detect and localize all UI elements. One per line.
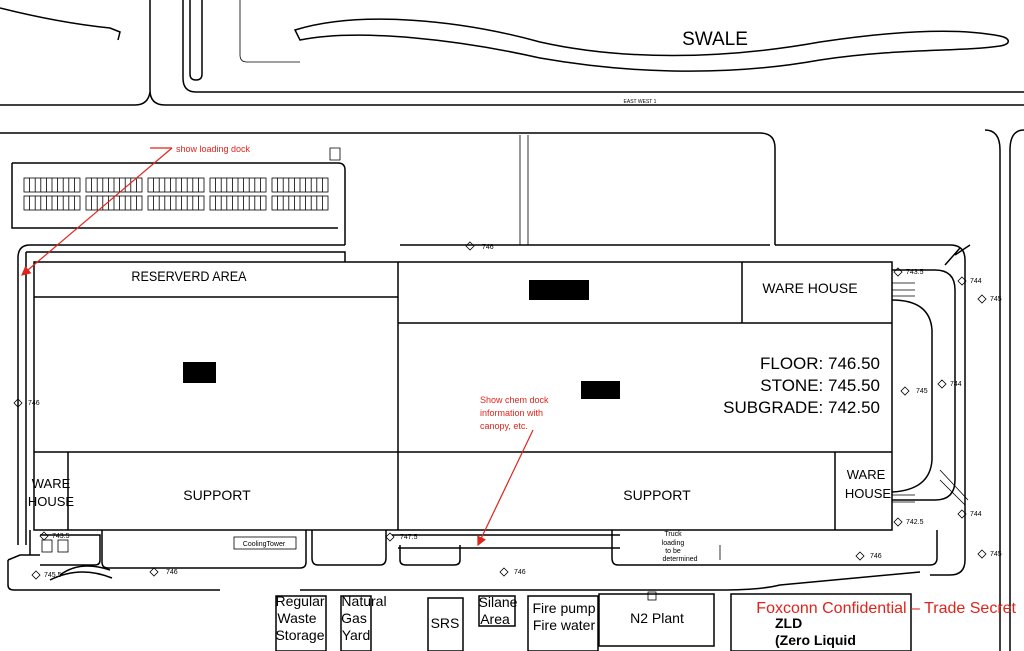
svg-text:744: 744	[950, 381, 962, 388]
natural-gas-label-2: Gas	[341, 610, 367, 626]
truck-label-3: to be	[665, 548, 681, 555]
elevation-marker: 744	[957, 276, 982, 286]
elevation-markers: 746 743.5 744 745 746 745 744 744 742.5 …	[13, 241, 1002, 580]
elevation-marker: 744	[937, 379, 962, 389]
elevation-marker: 742.5	[893, 517, 924, 527]
fire-pump-label-1: Fire pump	[532, 600, 595, 616]
fire-pump-label-2: Fire water	[533, 617, 596, 633]
parking-lot	[11, 147, 346, 245]
south-site-area: CoolingTower Truck loading to be determi…	[7, 530, 938, 591]
elevation-marker: 746	[855, 551, 882, 561]
chem-dock-note-3: canopy, etc.	[480, 421, 528, 431]
svg-text:745.5: 745.5	[44, 572, 62, 579]
svg-text:745: 745	[990, 551, 1002, 558]
elevation-marker: 743.5	[39, 531, 70, 541]
elevation-marker: 745.5	[31, 570, 62, 580]
svg-text:745: 745	[990, 296, 1002, 303]
n2-plant-label: N2 Plant	[630, 610, 684, 626]
cooling-tower	[233, 536, 297, 550]
swale-outline	[293, 18, 1009, 72]
svg-text:746: 746	[28, 400, 40, 407]
east-loading-area	[891, 244, 971, 576]
confidential-notice: Foxconn Confidential – Trade Secret	[756, 600, 1016, 617]
redacted-block-2	[183, 362, 216, 383]
svg-text:746: 746	[514, 569, 526, 576]
svg-text:745: 745	[916, 388, 928, 395]
warehouse-e-label-2: HOUSE	[845, 486, 892, 501]
floor-level-label: FLOOR: 746.50	[760, 354, 880, 373]
elevation-marker: 744	[957, 509, 982, 519]
elevation-marker: 746	[465, 241, 494, 251]
elevation-marker: 746	[13, 398, 40, 408]
regular-waste-label-3: Storage	[275, 627, 324, 643]
reserved-area-label: RESERVERD AREA	[131, 268, 246, 284]
support-e-label: SUPPORT	[623, 487, 691, 503]
cooling-tower-label: CoolingTower	[243, 541, 286, 548]
stone-level-label: STONE: 745.50	[760, 376, 880, 395]
warehouse-e-label-1: WARE	[847, 467, 886, 482]
zld-label-2: (Zero Liquid	[775, 632, 856, 648]
svg-text:744: 744	[970, 511, 982, 518]
elevation-marker: 745	[977, 294, 1002, 304]
loading-dock-arrow	[21, 147, 173, 276]
elevation-marker: 746	[149, 567, 178, 577]
svg-text:744: 744	[970, 278, 982, 285]
natural-gas-label-1: Natural	[341, 593, 386, 609]
svg-text:743.5: 743.5	[906, 269, 924, 276]
truck-label-4: determined	[662, 556, 697, 563]
svg-text:747.5: 747.5	[400, 534, 418, 541]
facilities-row: Regular Waste Storage Natural Gas Yard S…	[275, 591, 912, 651]
road-label: EAST WEST 1	[624, 99, 657, 105]
north-access-road	[519, 135, 529, 245]
swale-label: SWALE	[682, 29, 748, 50]
chem-dock-note-1: Show chem dock	[480, 395, 549, 405]
svg-text:746: 746	[482, 244, 494, 251]
support-w-label: SUPPORT	[183, 487, 251, 503]
warehouse-w-label-1: WARE	[32, 476, 71, 491]
loading-dock-note: show loading dock	[176, 144, 251, 154]
zld-label-1: ZLD	[775, 615, 802, 631]
silane-label-2: Area	[480, 611, 510, 627]
elevation-marker: 745	[977, 549, 1002, 559]
main-building: RESERVERD AREA WARE HOUSE WARE HOUSE WAR…	[28, 261, 893, 531]
elevation-marker: 743.5	[893, 267, 924, 277]
truck-label-1: Truck	[664, 531, 682, 538]
svg-text:746: 746	[166, 569, 178, 576]
silane-label-1: Silane	[479, 594, 518, 610]
chem-dock-note-2: information with	[480, 408, 543, 418]
subgrade-level-label: SUBGRADE: 742.50	[723, 398, 880, 417]
regular-waste-label-2: Waste	[277, 610, 316, 626]
markup-annotations: show loading dock Show chem dock informa…	[21, 144, 1017, 617]
chem-dock-arrow	[477, 429, 534, 547]
svg-text:746: 746	[870, 553, 882, 560]
truck-label-2: loading	[662, 540, 685, 547]
svg-text:743.5: 743.5	[52, 533, 70, 540]
srs-label: SRS	[431, 615, 460, 631]
natural-gas-label-3: Yard	[342, 627, 371, 643]
elevation-marker: 746	[499, 567, 526, 577]
elevation-marker: 747.5	[385, 532, 418, 542]
warehouse-ne-label: WARE HOUSE	[762, 280, 857, 296]
elevation-marker: 745	[900, 386, 928, 396]
redacted-block-1	[529, 280, 589, 300]
regular-waste-label-1: Regular	[275, 593, 324, 609]
svg-text:742.5: 742.5	[906, 519, 924, 526]
warehouse-w-label-2: HOUSE	[28, 494, 75, 509]
redacted-block-3	[581, 381, 620, 399]
